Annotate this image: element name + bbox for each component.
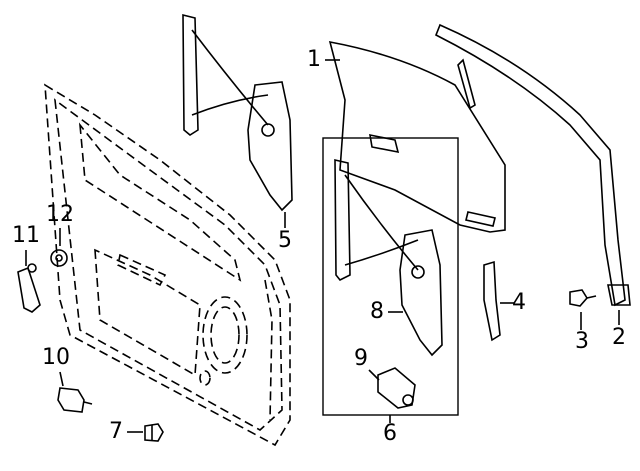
door-run-channel-frame (434, 23, 631, 307)
washer-12 (50, 249, 68, 267)
callout-12: 12 (46, 202, 74, 227)
assembly-group-box (322, 137, 459, 416)
callout-11: 11 (12, 223, 40, 248)
callout-6: 6 (383, 421, 397, 446)
handle-11 (17, 263, 41, 313)
callout-7: 7 (109, 419, 123, 444)
callout-8: 8 (370, 299, 384, 324)
run-channel-4 (483, 260, 501, 342)
window-glass (328, 40, 506, 233)
door-shell (44, 83, 291, 447)
motor-9 (377, 367, 416, 409)
callout-3: 3 (575, 329, 589, 354)
callout-10: 10 (42, 345, 70, 370)
regulator-8 (334, 158, 443, 357)
bolt-7 (144, 423, 164, 442)
callout-4: 4 (512, 290, 526, 315)
callout-1: 1 (307, 47, 321, 72)
leader-lines (25, 59, 620, 433)
callout-2: 2 (612, 325, 626, 350)
callout-5: 5 (278, 228, 292, 253)
callout-9: 9 (354, 346, 368, 371)
switch-10 (57, 387, 93, 413)
bolt-3 (569, 289, 597, 307)
regulator-5 (182, 13, 293, 212)
